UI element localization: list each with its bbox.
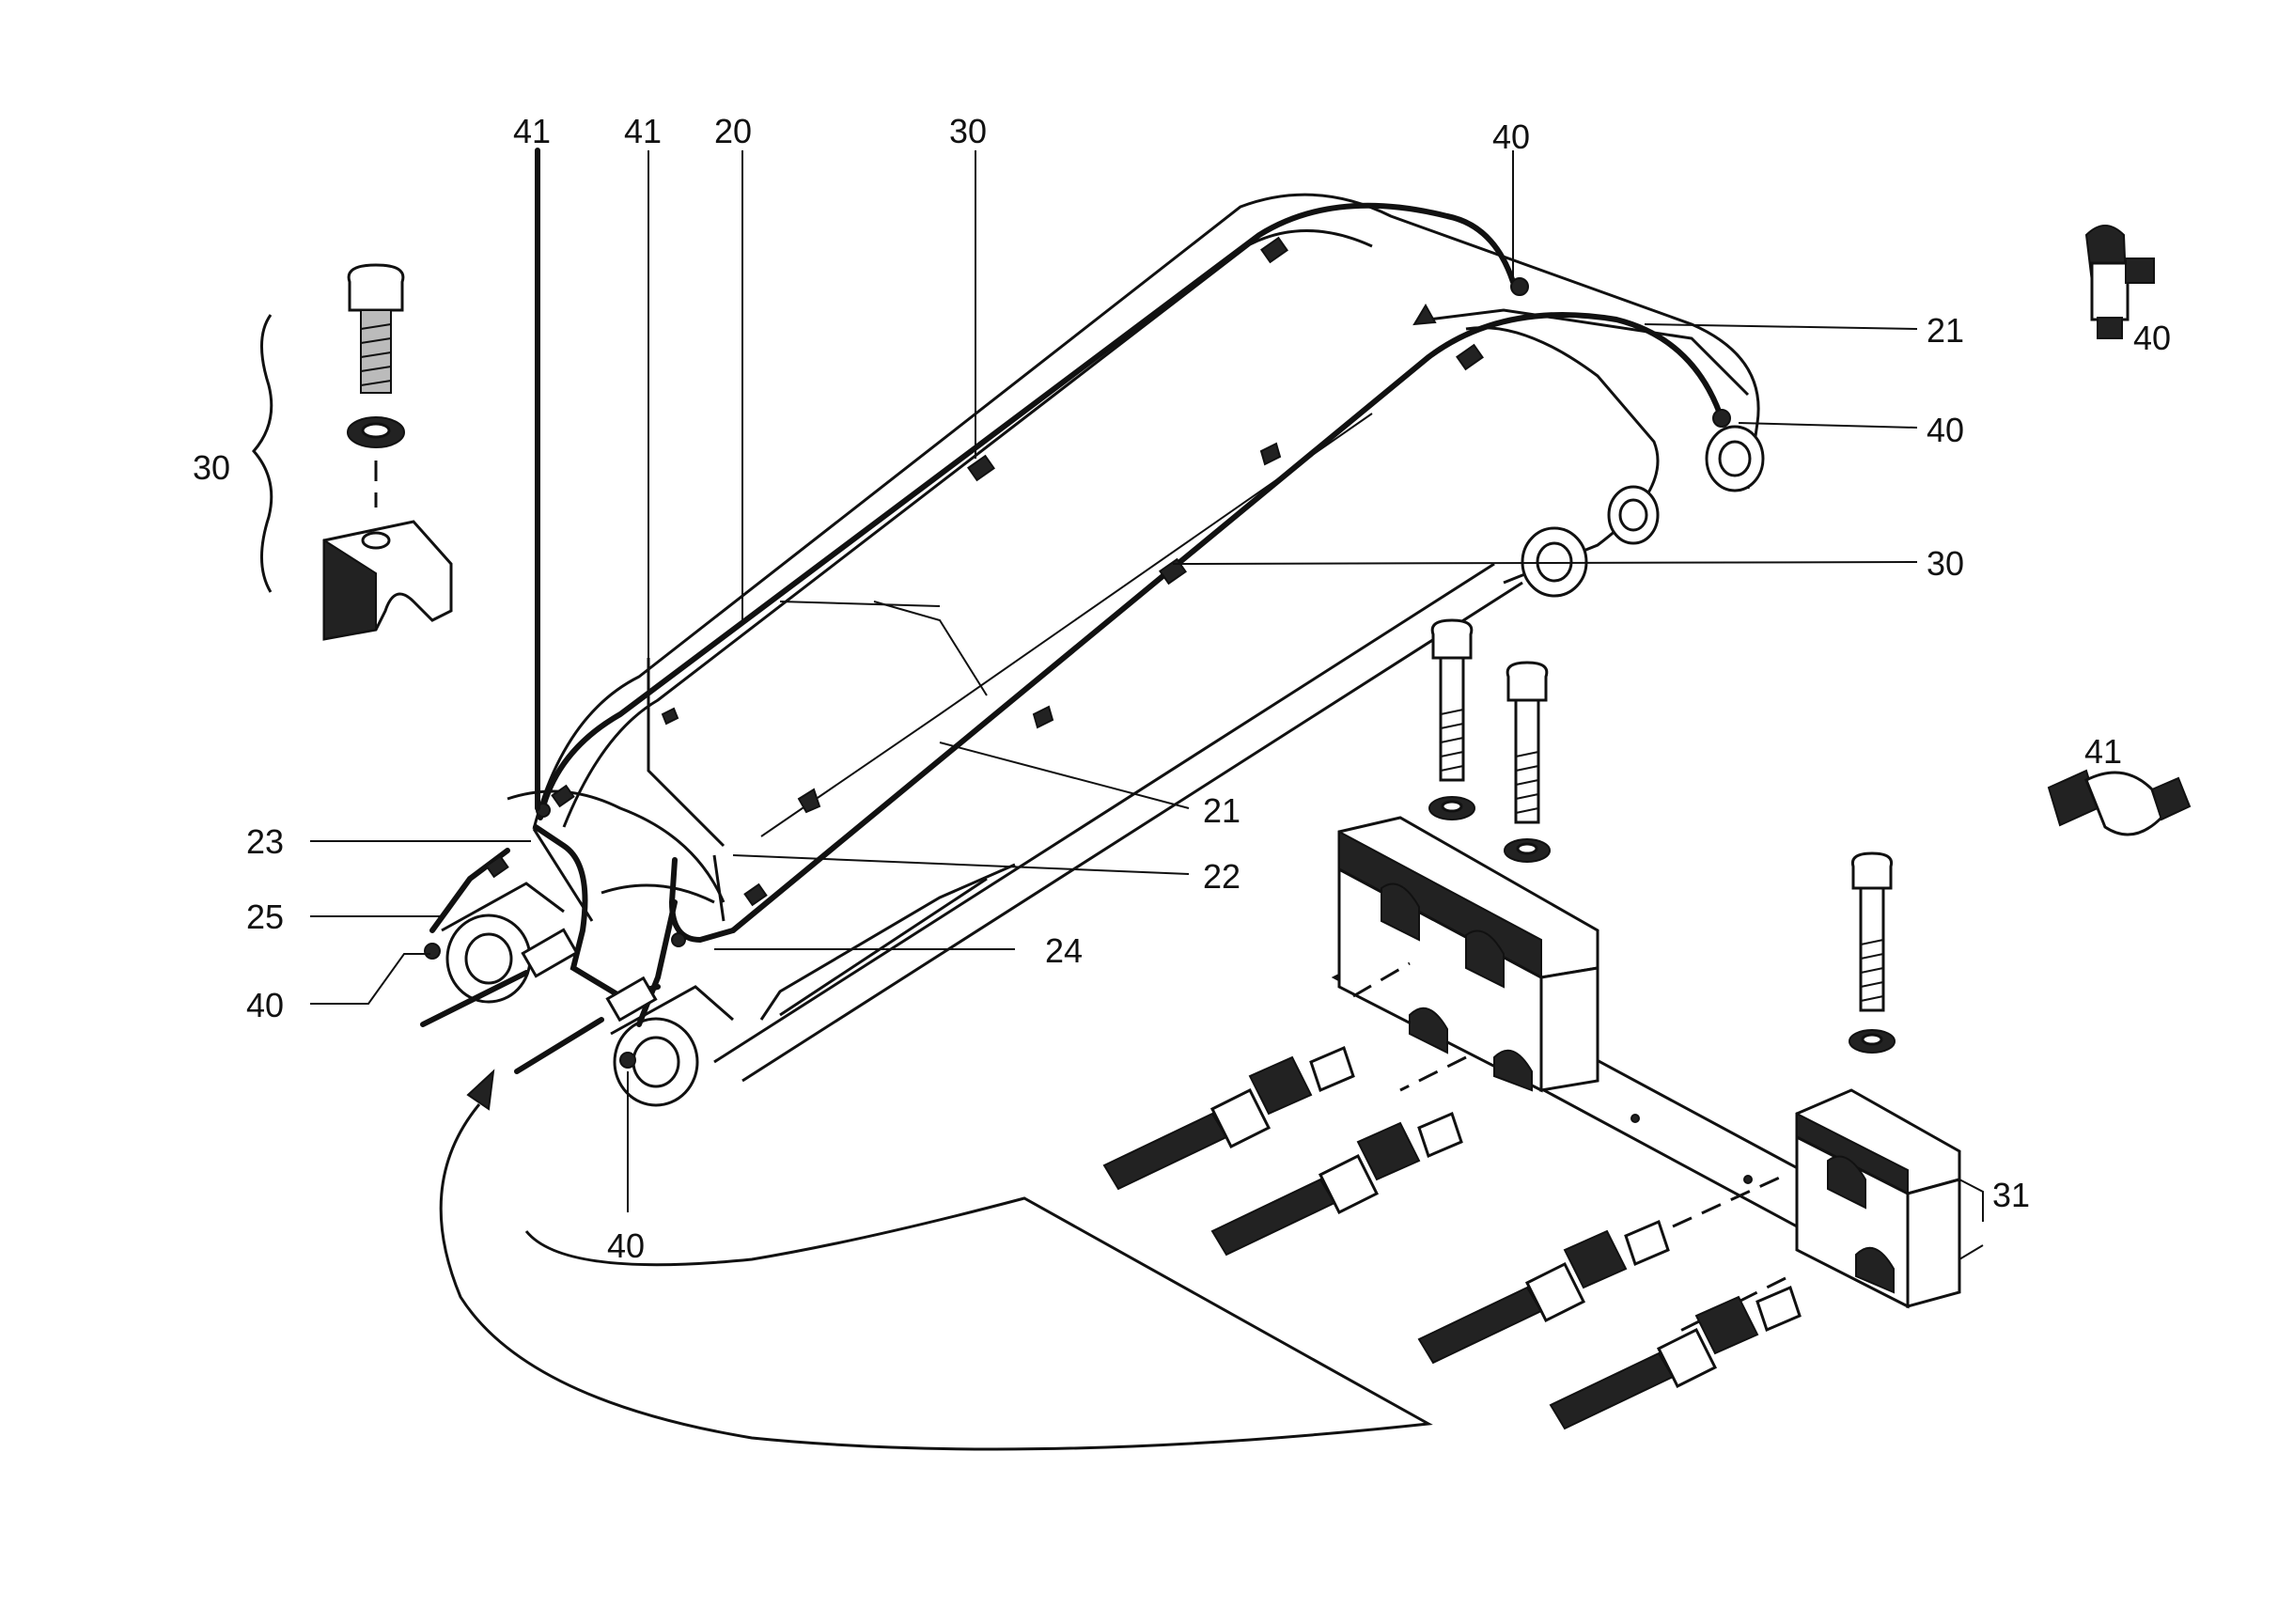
callout-40-left: 40 bbox=[246, 986, 284, 1024]
callout-31: 31 bbox=[1992, 1176, 2030, 1214]
callout-25: 25 bbox=[246, 898, 284, 936]
leader-lines bbox=[310, 148, 1918, 1212]
callout-30-mid: 30 bbox=[1927, 544, 1964, 583]
callout-41-fitting: 41 bbox=[2084, 732, 2122, 771]
callout-40-top: 40 bbox=[1492, 117, 1530, 156]
fitting-41-detail bbox=[2047, 769, 2192, 836]
callout-21-mid: 21 bbox=[1203, 791, 1240, 830]
hose-lines bbox=[420, 202, 1731, 1074]
callout-40-right: 40 bbox=[1927, 411, 1964, 449]
callout-23: 23 bbox=[246, 822, 284, 861]
callout-30-left: 30 bbox=[193, 448, 230, 487]
fitting-40-detail bbox=[2084, 225, 2155, 339]
callout-41-b: 41 bbox=[624, 112, 662, 150]
block-assembly-31 bbox=[1331, 618, 1984, 1336]
callout-labels: 41 41 20 30 40 21 40 40 30 30 41 21 23 2… bbox=[193, 112, 2171, 1265]
callout-21-top: 21 bbox=[1927, 311, 1964, 350]
callout-22: 22 bbox=[1203, 857, 1240, 896]
callout-41-a: 41 bbox=[513, 112, 551, 150]
callout-40-fitting: 40 bbox=[2133, 319, 2171, 357]
callout-40-bottom: 40 bbox=[607, 1226, 645, 1265]
callout-24: 24 bbox=[1045, 931, 1083, 970]
callout-30-top: 30 bbox=[949, 112, 987, 150]
swivel-couplings bbox=[1102, 1045, 1802, 1430]
callout-20: 20 bbox=[714, 112, 752, 150]
clamp-detail-30 bbox=[252, 263, 453, 641]
detail-arrow bbox=[439, 1069, 1433, 1451]
boom-arm bbox=[441, 193, 1765, 1107]
